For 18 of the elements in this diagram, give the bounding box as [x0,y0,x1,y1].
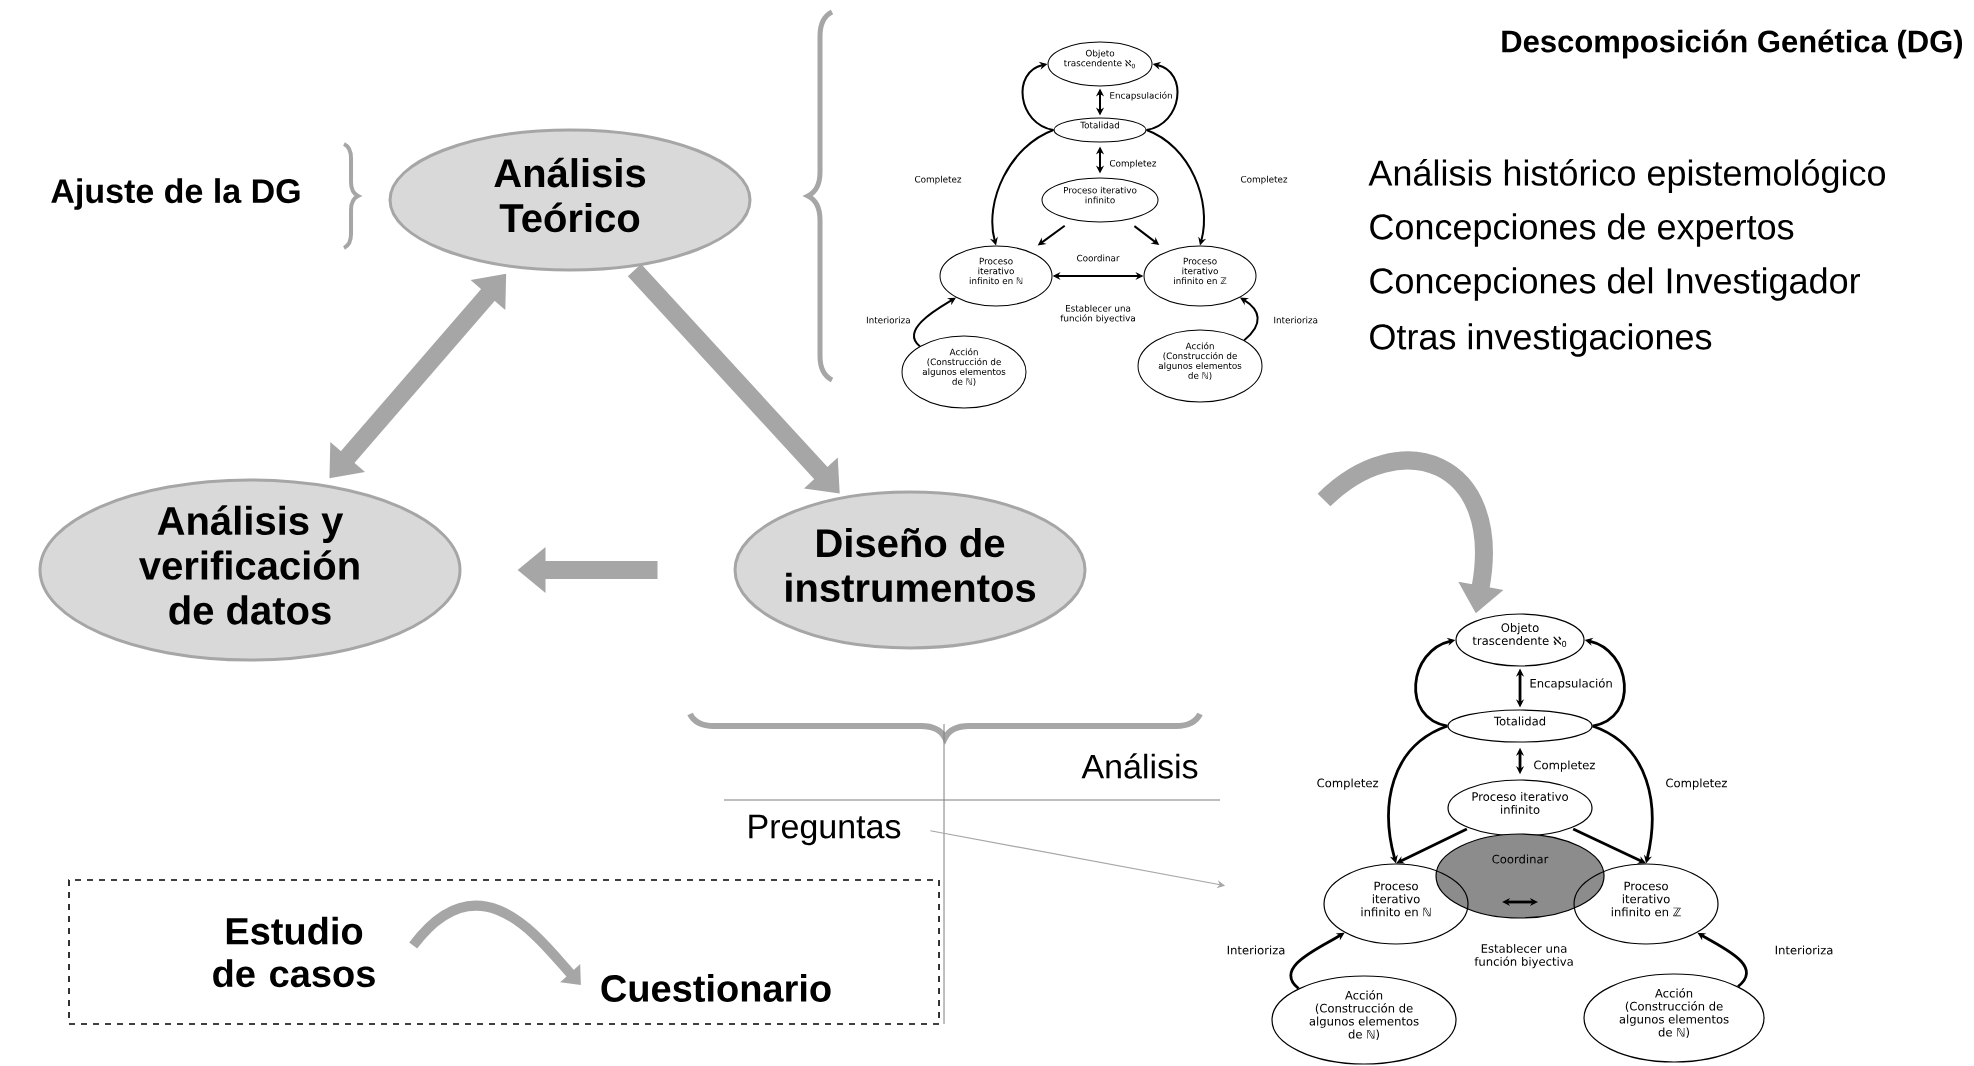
curved-arrow [1289,932,1345,990]
column-heading: Análisis [1081,753,1198,779]
side-label: Ajuste de la DG [51,178,300,210]
list-item: Concepciones de expertos [1370,213,1794,247]
oval-node: Diseño de instrumentos [733,490,1087,650]
heading: Descomposición Genética (DG) [1502,29,1963,59]
list-item: Análisis histórico epistemológico [1368,159,1885,193]
column-heading: Preguntas [749,814,901,846]
node-text: Cuestionario [601,974,831,1002]
curved-arrow [1021,61,1055,131]
oval-node: Análisis y verificación de datos [38,478,462,662]
list-item: Otras investigaciones [1370,323,1712,357]
oval-node: Análisis Teórico [388,128,752,272]
list-item: Concepciones del Investigador [1370,267,1860,301]
curved-arrow [409,900,581,985]
curved-arrow [1697,932,1748,988]
node-text: Estudio de casos [213,916,375,988]
dashed-box [68,879,940,1025]
